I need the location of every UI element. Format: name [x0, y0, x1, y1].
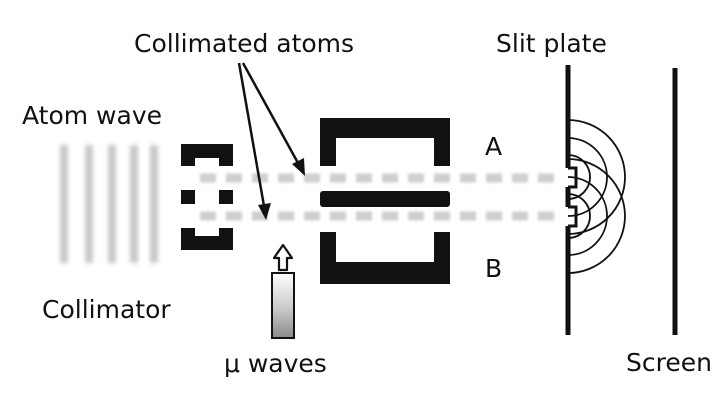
- collimator: [181, 144, 233, 250]
- wave-front: [150, 145, 158, 263]
- wavefront-b: [567, 158, 626, 274]
- wave-front: [108, 145, 116, 263]
- cavity-top-electrode: [320, 118, 450, 166]
- atom-wave-label: Atom wave: [22, 101, 162, 130]
- slit-b-label: B: [485, 254, 502, 283]
- wave-front: [85, 145, 93, 263]
- wave-front: [60, 145, 68, 263]
- collimator-middle: [181, 190, 195, 204]
- collimated-atoms-label: Collimated atoms: [134, 29, 354, 58]
- atom-wave-fronts: [60, 145, 158, 263]
- cavity-middle-electrode: [320, 191, 450, 207]
- microwave-cavity: [320, 118, 450, 284]
- wavefront-a: [567, 119, 626, 235]
- label-pointers: [237, 62, 305, 220]
- slit-b-notch: [568, 205, 578, 228]
- pointer-line: [241, 62, 300, 164]
- wavefront-b: [567, 193, 591, 239]
- wavefront-a: [567, 137, 608, 217]
- collimator-middle: [219, 190, 233, 204]
- collimator-label: Collimator: [42, 295, 171, 324]
- pointer-arrowhead: [292, 158, 305, 176]
- pointer-line: [237, 62, 266, 207]
- microwave-source: [271, 243, 295, 339]
- cavity-bottom-electrode: [320, 232, 450, 284]
- slit-plate: [565, 65, 578, 335]
- microwaves-label: μ waves: [224, 349, 327, 378]
- pointer-arrowhead: [258, 203, 271, 220]
- collimator-bottom: [181, 228, 233, 250]
- slit-plate-label: Slit plate: [496, 29, 607, 58]
- collimator-top: [181, 144, 233, 166]
- diffracted-wavefronts: [567, 119, 626, 274]
- wave-front: [130, 145, 138, 263]
- wavefront-a: [567, 154, 591, 200]
- microwave-arrow-icon: [272, 243, 294, 272]
- screen-label: Screen: [626, 348, 712, 377]
- microwave-tube: [271, 272, 295, 339]
- wavefront-b: [567, 176, 608, 256]
- slit-a-label: A: [485, 132, 502, 161]
